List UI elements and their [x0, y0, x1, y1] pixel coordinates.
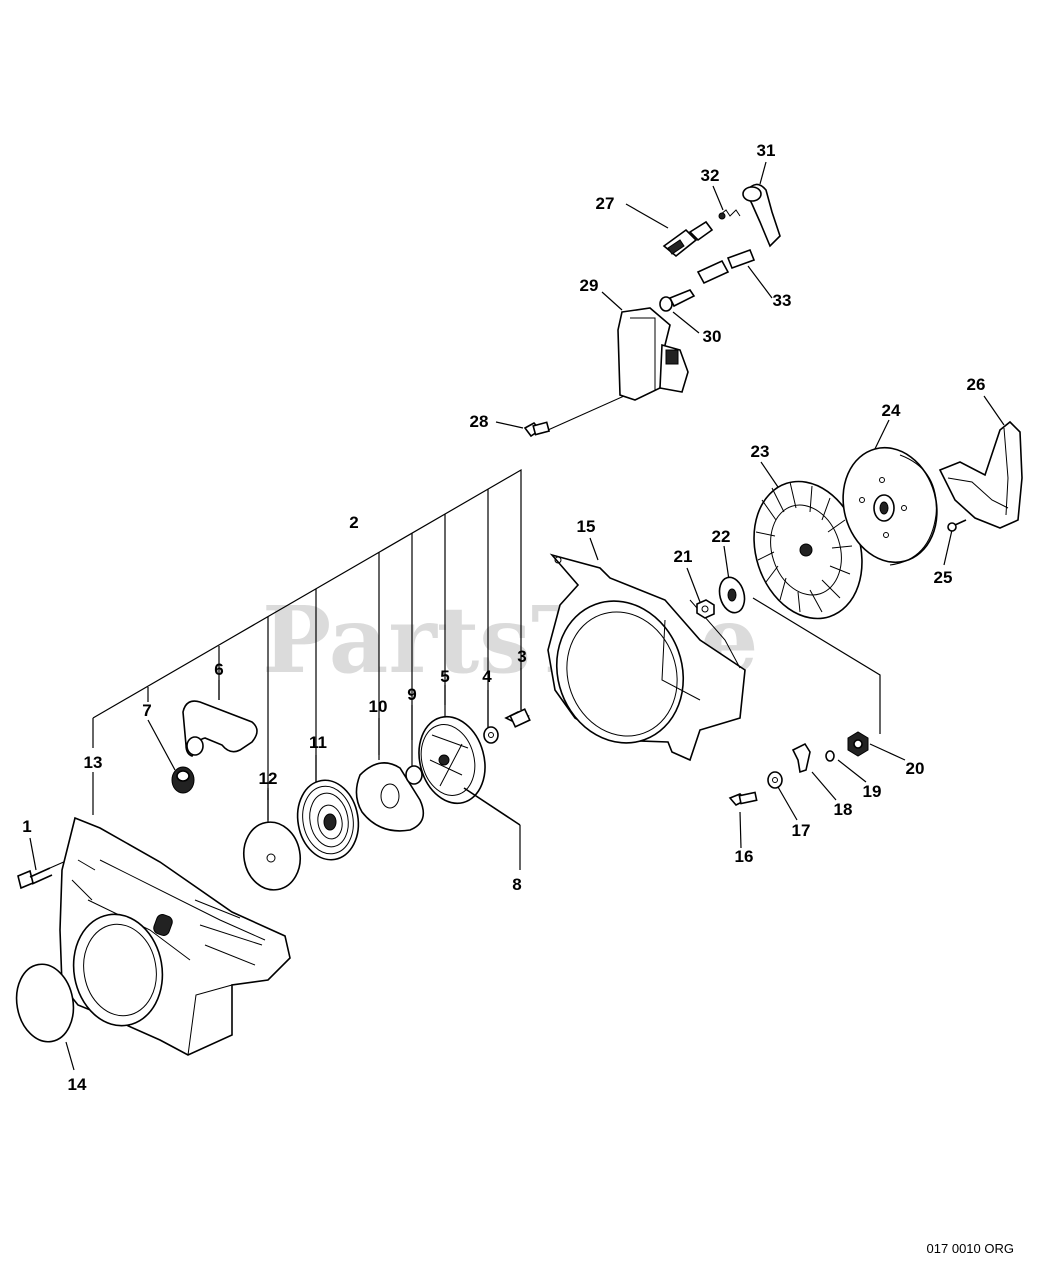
nut-part-21 — [696, 599, 715, 619]
screw-part-25 — [947, 519, 967, 532]
cover-part-26 — [938, 420, 1023, 529]
plug-cap-part-31 — [742, 183, 781, 248]
callout-31: 31 — [757, 141, 776, 160]
bolt-part-3 — [504, 708, 531, 728]
callout-19: 19 — [863, 782, 882, 801]
tube-part-33 — [696, 248, 756, 285]
starter-handle-part-6 — [182, 700, 258, 757]
fan-cover-part-15 — [547, 553, 746, 762]
callout-2: 2 — [349, 513, 358, 532]
callout-4: 4 — [482, 667, 492, 686]
nut-part-20 — [847, 731, 869, 757]
callout-11: 11 — [309, 733, 327, 752]
callout-6: 6 — [214, 660, 223, 679]
spark-plug-part-27 — [662, 220, 714, 258]
flywheel-part-23 — [753, 480, 863, 620]
ignition-coil-part-29 — [617, 307, 689, 401]
callout-24: 24 — [882, 401, 901, 420]
callout-15: 15 — [577, 517, 596, 536]
callout-10: 10 — [369, 697, 388, 716]
spring-washer-part-19 — [825, 750, 835, 762]
callout-27: 27 — [596, 194, 615, 213]
callout-21: 21 — [674, 547, 693, 566]
callout-20: 20 — [906, 759, 925, 778]
callout-17: 17 — [792, 821, 811, 840]
starter-rope-part-8 — [463, 787, 521, 826]
callout-29: 29 — [580, 276, 599, 295]
callout-1: 1 — [22, 817, 31, 836]
drawing-code: 017 0010 ORG — [927, 1241, 1014, 1256]
plate-part-12 — [243, 821, 301, 891]
callout-18: 18 — [834, 800, 853, 819]
terminal-part-30 — [659, 289, 696, 312]
callout-5: 5 — [440, 667, 449, 686]
callout-labels: 1 2 3 4 5 6 7 8 9 10 11 12 13 14 15 16 1… — [22, 141, 985, 1094]
starter-case-part-13 — [59, 816, 291, 1056]
grommet-part-7 — [171, 766, 195, 794]
callout-9: 9 — [407, 685, 416, 704]
callout-26: 26 — [967, 375, 986, 394]
callout-25: 25 — [934, 568, 953, 587]
callout-7: 7 — [142, 701, 151, 720]
recoil-spring-part-11 — [296, 779, 360, 861]
o-ring-part-14 — [15, 963, 75, 1043]
bolt-part-16 — [728, 791, 758, 806]
spring-part-32 — [718, 209, 741, 220]
washer-part-17 — [767, 771, 783, 789]
callout-16: 16 — [735, 847, 754, 866]
leader-lines — [29, 161, 1005, 1071]
callout-22: 22 — [712, 527, 731, 546]
callout-14: 14 — [68, 1075, 87, 1094]
bolt-part-28 — [523, 421, 551, 438]
collar-part-9 — [405, 765, 423, 785]
callout-23: 23 — [751, 442, 770, 461]
callout-32: 32 — [701, 166, 720, 185]
callout-33: 33 — [773, 291, 792, 310]
callout-13: 13 — [84, 753, 103, 772]
callout-28: 28 — [470, 412, 489, 431]
callout-8: 8 — [512, 875, 521, 894]
callout-30: 30 — [703, 327, 722, 346]
pawl-part-18 — [791, 742, 811, 774]
rotor-part-24 — [842, 446, 938, 566]
callout-3: 3 — [517, 647, 526, 666]
washer-part-22 — [718, 576, 746, 614]
reel-part-5 — [418, 715, 486, 805]
callout-12: 12 — [259, 769, 278, 788]
washer-part-4 — [483, 726, 499, 744]
